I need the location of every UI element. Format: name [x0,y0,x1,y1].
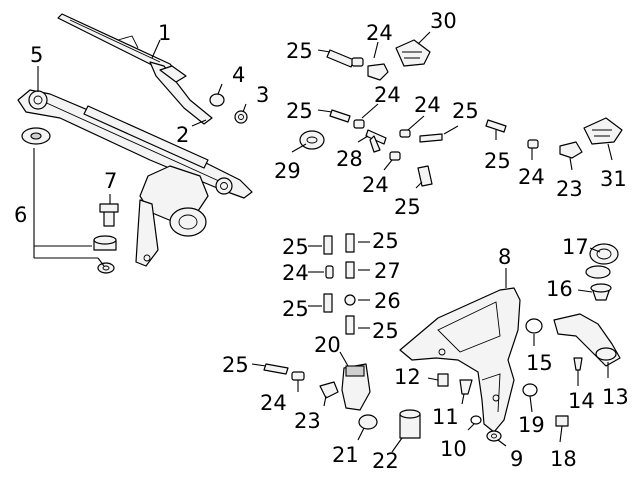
callout-16: 16 [546,277,573,301]
hose-connector-25b [329,109,351,123]
callout-24f: 24 [282,261,309,285]
hose-connector-25c [419,133,443,143]
callout-3: 3 [256,83,269,107]
callout-25c: 25 [452,99,479,123]
wiper-arm-nut-cap [209,93,225,107]
hose-connector-24a [351,57,364,67]
callout-14: 14 [568,389,595,413]
callout-25f: 25 [282,235,309,259]
nozzle-elbow-23a [559,141,583,159]
callout-30: 30 [430,9,457,33]
washer-reservoir [399,287,521,433]
callout-25h: 25 [282,297,309,321]
callout-23a: 23 [294,409,321,433]
washer-nozzle-31 [583,117,623,145]
hose-connector-24e [527,139,539,149]
callout-6: 6 [14,203,27,227]
wiper-arm [149,61,213,125]
callout-18: 18 [550,447,577,471]
callout-19: 19 [518,413,545,437]
callout-21: 21 [332,443,359,467]
hose-tee-28 [365,129,387,153]
callout-23b: 23 [556,177,583,201]
grommet-small [97,262,115,274]
wiper-motor [135,165,209,267]
callout-25d: 25 [484,149,511,173]
level-sensor [555,415,569,427]
hose-connector-25d [417,165,433,187]
hose-connector-24c [399,129,411,138]
callout-13: 13 [602,385,629,409]
callout-25i: 25 [372,319,399,343]
callout-10: 10 [440,437,467,461]
filler-neck [553,313,621,367]
callout-25a: 25 [286,39,313,63]
callout-9: 9 [510,447,523,471]
callout-7: 7 [104,169,117,193]
callout-4: 4 [232,63,245,87]
callout-24g: 24 [260,391,287,415]
elbow-23b [319,381,339,399]
callout-25e: 25 [394,195,421,219]
callout-15: 15 [526,351,553,375]
callout-labels: 1 2 3 4 5 6 7 8 9 10 11 12 13 14 15 16 1… [14,9,629,473]
filler-cap [585,243,619,279]
callout-25j: 25 [222,353,249,377]
callout-8: 8 [498,245,511,269]
hose-connector-25e [485,119,507,133]
leader-lines [33,31,613,453]
callout-25b: 25 [286,99,313,123]
callout-12: 12 [394,365,421,389]
hose-connector-24b [353,119,365,129]
pump-filter [399,409,421,439]
nozzle-elbow-a [367,63,389,81]
seal-10 [470,415,482,425]
seal-19 [522,383,538,397]
hose-connector-24f [291,371,305,381]
callout-25g: 25 [372,229,399,253]
reservoir-bolt [437,373,449,387]
washer-9 [486,430,502,442]
callout-27: 27 [374,259,401,283]
callout-29: 29 [274,159,301,183]
callout-1: 1 [158,21,171,45]
callout-28: 28 [336,147,363,171]
reservoir-clip [459,379,473,395]
washer-nozzle-30 [395,39,431,67]
callout-24e: 24 [518,165,545,189]
connector-stack [323,233,356,335]
hose-connector-25a [326,49,355,68]
pivot-seal [21,127,51,145]
callout-26: 26 [374,289,401,313]
pump-grommet [358,414,378,430]
callout-11: 11 [432,405,459,429]
callout-31: 31 [600,167,627,191]
mounting-bolt [99,203,119,227]
filler-adapter [590,283,612,301]
callout-24d: 24 [362,173,389,197]
callout-24c: 24 [414,93,441,117]
filler-neck-seal [525,318,543,334]
callout-24a: 24 [366,21,393,45]
callout-22: 22 [372,449,399,473]
callout-2: 2 [176,123,189,147]
washer-pump [341,363,371,411]
callout-24b: 24 [374,83,401,107]
wiper-linkage [17,89,253,199]
hose-connector-24d [389,151,401,161]
grommet-29 [299,130,325,150]
callout-20: 20 [314,333,341,357]
grommet-large [93,235,117,251]
callout-17: 17 [562,235,589,259]
callout-5: 5 [30,43,43,67]
retaining-clip [573,357,583,371]
hose-connector-25f [263,363,289,375]
wiper-arm-nut [234,110,248,124]
